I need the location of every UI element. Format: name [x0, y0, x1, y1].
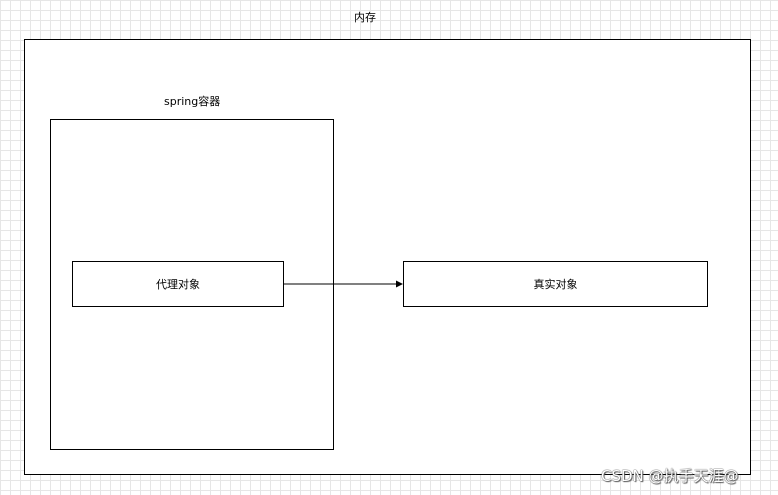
proxy-object-node[interactable]: 代理对象 — [72, 261, 284, 307]
real-object-label: 真实对象 — [533, 278, 578, 291]
memory-label: 内存 — [354, 11, 376, 24]
csdn-watermark: CSDN @执手天涯@ — [601, 467, 739, 485]
spring-container-label: spring容器 — [164, 95, 221, 108]
real-object-node[interactable]: 真实对象 — [403, 261, 708, 307]
proxy-object-label: 代理对象 — [156, 278, 200, 291]
